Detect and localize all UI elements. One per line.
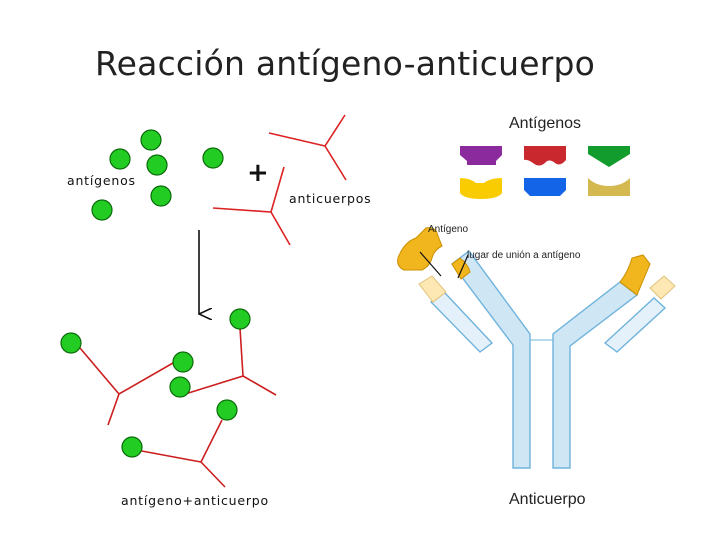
bound-antigen bbox=[172, 351, 194, 373]
antigen-shape-red bbox=[524, 146, 566, 166]
free-antibody bbox=[268, 114, 347, 181]
antibody-heavy-chain-right bbox=[552, 281, 639, 469]
complex-antibody bbox=[130, 419, 226, 488]
antigens-label: antígenos bbox=[67, 173, 136, 188]
bound-antigen bbox=[60, 332, 82, 354]
binding-site-label: lugar de unión a antígeno bbox=[467, 250, 581, 261]
bound-antigen-shape bbox=[397, 227, 443, 271]
free-antigen bbox=[146, 154, 168, 176]
antibody-illustration bbox=[397, 227, 676, 469]
complex-label: antígeno+anticuerpo bbox=[121, 493, 269, 508]
free-antibody bbox=[212, 166, 291, 246]
binding-site-leader-line bbox=[457, 254, 469, 279]
binding-site-left-heavy bbox=[451, 257, 471, 280]
antigen-shape-green bbox=[588, 146, 630, 167]
antigen-shape-khaki bbox=[588, 178, 630, 196]
antigen-shape-purple bbox=[460, 146, 502, 165]
complex-antigens-group bbox=[60, 308, 251, 458]
free-antigen bbox=[150, 185, 172, 207]
free-antigen bbox=[202, 147, 224, 169]
antigen-leader-line bbox=[419, 251, 442, 277]
antibody-heading: Anticuerpo bbox=[509, 491, 586, 508]
bound-antigen bbox=[121, 436, 143, 458]
complex-antibodies-group bbox=[79, 327, 277, 488]
binding-site-left-light bbox=[418, 275, 447, 303]
antigen-label: Antígeno bbox=[428, 224, 469, 235]
bound-antigen bbox=[169, 376, 191, 398]
free-antigen bbox=[109, 148, 131, 170]
antibody-light-chain-right bbox=[603, 297, 667, 353]
binding-site-right-heavy bbox=[619, 254, 651, 296]
antibody-heavy-chain-left bbox=[451, 250, 531, 469]
binding-site-right-light bbox=[649, 275, 676, 300]
bound-antigen bbox=[229, 308, 251, 330]
complex-antibody bbox=[181, 327, 277, 396]
complex-antibody bbox=[79, 347, 174, 426]
free-antigen bbox=[91, 199, 113, 221]
antigen-shape-yellow bbox=[460, 178, 502, 199]
free-antigens-group bbox=[91, 129, 224, 221]
antibodies-label: anticuerpos bbox=[289, 191, 372, 206]
free-antibodies-group bbox=[212, 114, 347, 246]
bound-antigen bbox=[216, 399, 238, 421]
antigen-shape-blue bbox=[524, 178, 566, 196]
free-antigen bbox=[140, 129, 162, 151]
antigen-shapes-group bbox=[460, 146, 630, 199]
plus-sign: + bbox=[247, 158, 269, 188]
slide-title: Reacción antígeno-anticuerpo bbox=[95, 44, 596, 83]
antigens-heading: Antígenos bbox=[509, 115, 582, 132]
